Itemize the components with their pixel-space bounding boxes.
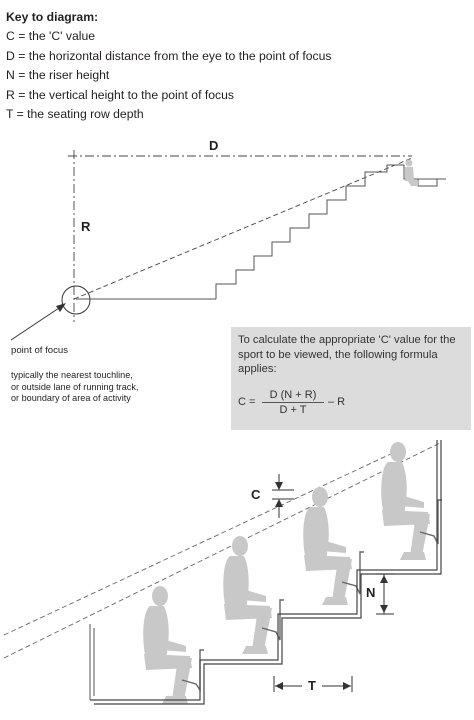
sightline-diagram [10,150,446,341]
sightline-lower [3,442,441,659]
formula-box: To calculate the appropriate 'C' value f… [231,327,471,430]
c-arrow-down [275,482,283,490]
note-line-3: or boundary of area of activity [11,393,131,404]
t-arrow-left [275,682,283,690]
key-item-t: T = the seating row depth [6,107,144,122]
point-of-focus-label: point of focus [11,345,69,356]
formula-lhs: C = [238,396,256,408]
note-line-1: typically the nearest touchline, [11,370,133,380]
c-arrow-up [275,499,283,507]
formula-fraction: D (N + R) D + T [262,389,324,416]
key-item-r: R = the vertical height to the point of … [6,87,234,102]
key-title: Key to diagram: [6,10,99,24]
label-n: N [366,585,376,600]
small-spectator [405,159,418,186]
formula-rhs: – R [328,396,346,408]
focus-arrow [10,305,63,341]
key-item-d: D = the horizontal distance from the eye… [6,48,332,63]
formula-intro: To calculate the appropriate 'C' value f… [238,334,456,376]
label-r: R [81,219,91,234]
formula-numerator: D (N + R) [262,389,324,403]
spectators [143,442,430,704]
focus-circle [61,285,91,315]
terrace-steps [215,164,438,299]
key-item-n: N = the riser height [6,68,110,83]
n-arrow-up [380,575,388,583]
key-to-diagram: Key to diagram: C = the 'C' value D = th… [6,8,332,124]
label-t: T [308,678,316,693]
sight-line [73,157,413,300]
label-c: C [251,487,261,502]
label-d: D [209,138,219,153]
key-item-c: C = the 'C' value [6,29,95,44]
formula-denominator: D + T [279,404,307,416]
seating-steps [90,440,438,701]
sightline-upper [3,451,396,636]
note-line-2: or outside lane of running track, [11,381,139,392]
point-of-focus-note: typically the nearest touchline, or outs… [11,370,138,405]
t-arrow-right [343,682,351,690]
n-arrow-down [380,605,388,613]
focus-arrowhead [56,303,66,312]
